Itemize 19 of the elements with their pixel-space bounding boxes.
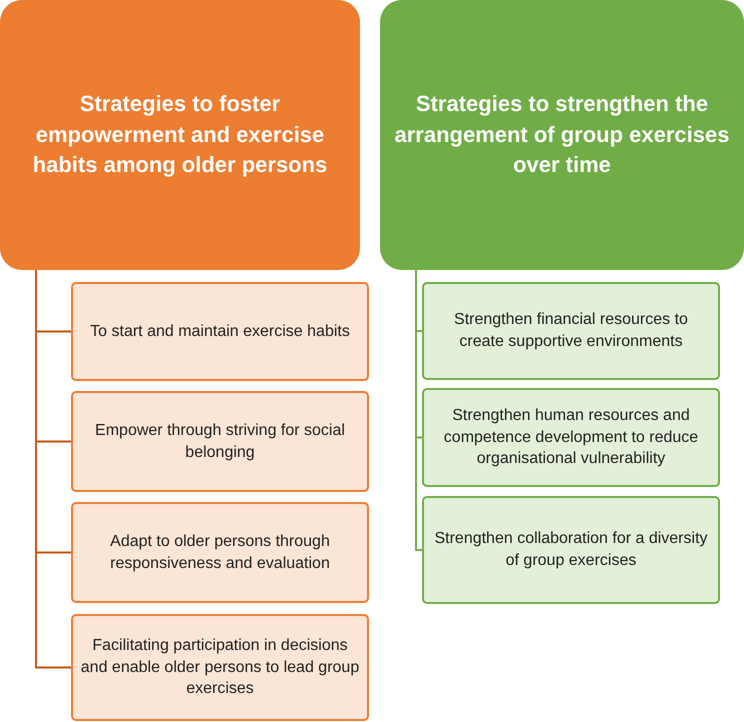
connector-line bbox=[415, 270, 422, 551]
box-text: To start and maintain exercise habits bbox=[90, 322, 350, 342]
strategy-box bbox=[422, 282, 720, 380]
box-text: Adapt to older persons through responsiveness and evaluation bbox=[109, 532, 331, 574]
box-text: Strategies to foster empowerment and exercise habits among older persons bbox=[32, 90, 328, 180]
box-text: Strengthen human resources and competence development to reduce organisational vulnerability bbox=[442, 406, 700, 470]
box-text: Strengthen collaboration for a diversity of group exercises bbox=[433, 529, 709, 571]
box-text: Strategies to strengthen the arrangement of group exercises over time bbox=[394, 90, 730, 180]
strategy-box bbox=[422, 496, 720, 604]
heading-box bbox=[0, 0, 360, 270]
strategy-box bbox=[71, 282, 369, 381]
strategy-box bbox=[71, 614, 369, 721]
strategy-box bbox=[71, 502, 369, 603]
strategy-box bbox=[422, 388, 720, 487]
heading-box bbox=[380, 0, 744, 270]
box-text: Facilitating participation in decisions and enable older persons to lead group exercises bbox=[80, 636, 360, 700]
box-text: Strengthen financial resources to create supportive environments bbox=[453, 310, 689, 352]
box-text: Empower through striving for social belonging bbox=[94, 420, 346, 462]
strategy-box bbox=[71, 391, 369, 492]
